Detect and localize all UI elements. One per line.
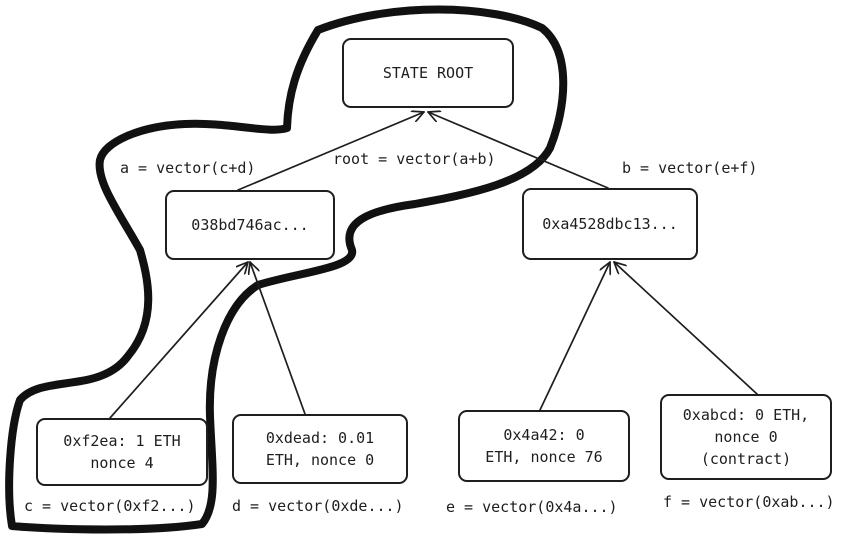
state-root-node: STATE ROOT [342,38,514,108]
highlight-outline [5,5,568,534]
edge-e-to-b [539,261,610,411]
node-a: 038bd746ac... [165,190,335,260]
label-a: a = vector(c+d) [120,159,256,177]
leaf-node-e: 0x4a42: 0 ETH, nonce 76 [458,410,630,482]
leaf-node-f: 0xabcd: 0 ETH, nonce 0 (contract) [660,394,832,480]
label-f: f = vector(0xab...) [663,493,835,511]
edge-c-to-a [109,261,249,419]
edge-a-to-root [237,112,425,191]
label-c: c = vector(0xf2...) [24,497,196,515]
label-root: root = vector(a+b) [333,150,496,168]
leaf-node-c: 0xf2ea: 1 ETH nonce 4 [36,418,208,486]
edge-d-to-a [250,261,306,415]
label-d: d = vector(0xde...) [232,497,404,515]
label-b: b = vector(e+f) [622,159,758,177]
node-b: 0xa4528dbc13... [522,188,698,260]
edge-f-to-b [613,261,758,395]
leaf-node-d: 0xdead: 0.01 ETH, nonce 0 [232,414,408,484]
label-e: e = vector(0x4a...) [446,498,618,516]
edge-b-to-root [427,112,609,189]
